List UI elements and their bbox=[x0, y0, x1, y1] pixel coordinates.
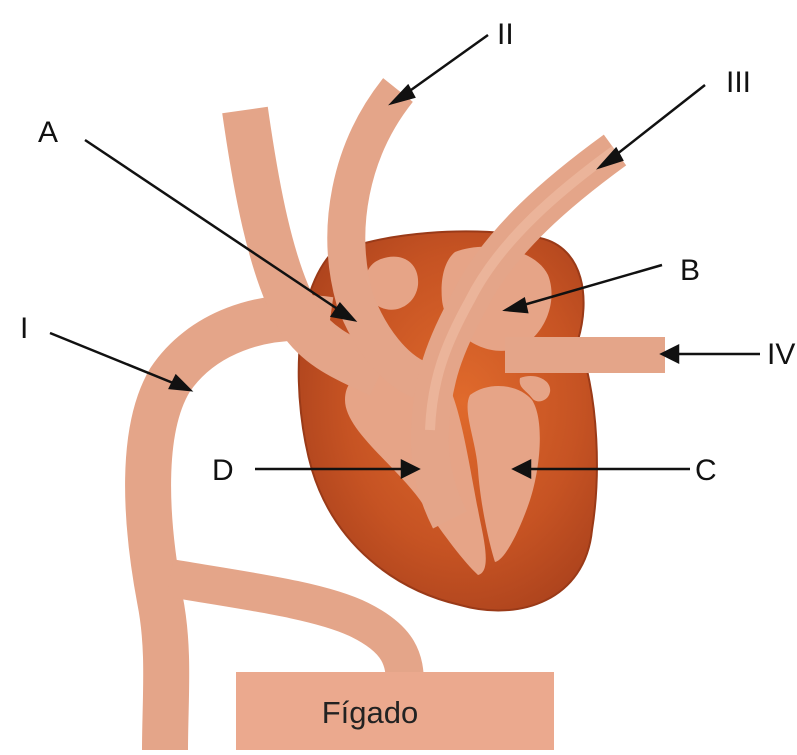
label-a: A bbox=[38, 118, 58, 148]
label-i: I bbox=[20, 314, 28, 344]
label-iii: III bbox=[726, 68, 751, 98]
label-ii: II bbox=[497, 20, 514, 50]
label-d: D bbox=[212, 456, 234, 486]
label-c: C bbox=[695, 456, 717, 486]
liver-label: Fígado bbox=[322, 695, 419, 730]
leader-ii bbox=[404, 35, 488, 95]
label-iv: IV bbox=[767, 340, 795, 370]
label-b: B bbox=[680, 256, 700, 286]
leader-a bbox=[85, 140, 342, 312]
leader-iii bbox=[612, 85, 705, 158]
vessel-to-liver bbox=[170, 578, 405, 685]
